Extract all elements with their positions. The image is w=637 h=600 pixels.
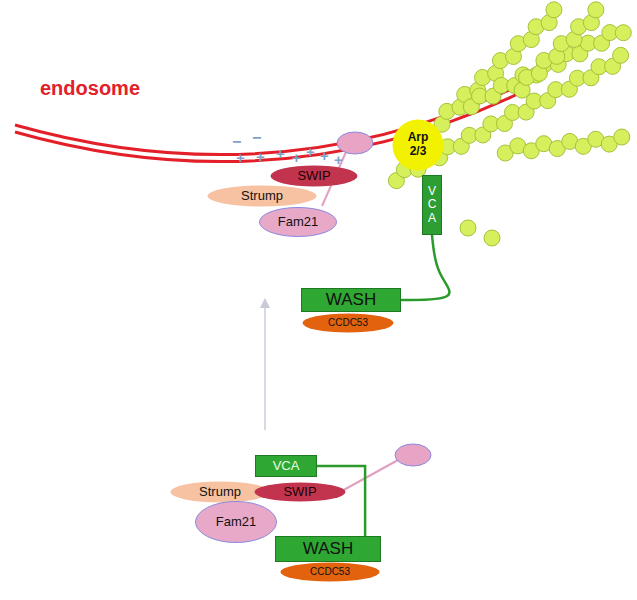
protein-ellipse: CCDC53 [280, 562, 380, 582]
actin-monomer [460, 220, 476, 236]
region-label: endosome [40, 78, 140, 98]
protein-label: VCA [273, 459, 300, 474]
actin-monomer [615, 25, 631, 41]
actin-monomer [613, 47, 629, 63]
wash-box: WASH [301, 288, 401, 312]
protein-ellipse: SWIP [270, 165, 358, 187]
charge-sign: + [292, 150, 301, 165]
linker-tail [401, 235, 449, 300]
linker-tail [317, 466, 365, 536]
protein-label: Strump [241, 189, 283, 204]
charge-sign: − [232, 134, 241, 150]
charge-sign: + [334, 152, 343, 167]
arp-complex: Arp 2/3 [392, 119, 444, 171]
actin-monomer [546, 2, 562, 18]
protein-label: SWIP [297, 169, 330, 184]
protein-label: Strump [199, 485, 241, 500]
vca-domain: VCA [422, 175, 442, 235]
protein-ellipse: CCDC53 [302, 313, 394, 333]
protein-label: Fam21 [278, 215, 318, 230]
charge-sign: − [252, 130, 261, 146]
protein-ellipse: SWIP [254, 482, 346, 502]
charge-sign: + [256, 149, 265, 164]
protein-label: WASH [326, 290, 376, 310]
wash-box: WASH [275, 536, 381, 562]
protein-ellipse: Strump [207, 185, 317, 207]
protein-label: SWIP [283, 485, 316, 500]
protein-label: CCDC53 [310, 566, 350, 578]
vertical-label: VCA [426, 185, 438, 225]
actin-monomer [614, 129, 630, 145]
charge-sign: + [276, 146, 285, 161]
protein-ellipse: Fam21 [259, 207, 337, 237]
protein-label: CCDC53 [328, 317, 368, 329]
protein-label: Fam21 [216, 515, 256, 530]
protein-ellipse: Fam21 [195, 501, 277, 543]
actin-filaments [388, 2, 631, 246]
fam21-domain [337, 132, 373, 154]
protein-label: WASH [303, 539, 353, 559]
actin-monomer [484, 230, 500, 246]
transition-arrow [264, 300, 266, 430]
charge-sign: + [320, 148, 329, 163]
protein-label: Arp 2/3 [401, 131, 435, 159]
charge-sign: + [236, 150, 245, 165]
vca-domain: VCA [255, 455, 317, 477]
fam21-domain [395, 444, 431, 466]
charge-sign: + [306, 144, 315, 159]
actin-monomer [588, 2, 604, 18]
endosome-membrane [15, 92, 522, 162]
